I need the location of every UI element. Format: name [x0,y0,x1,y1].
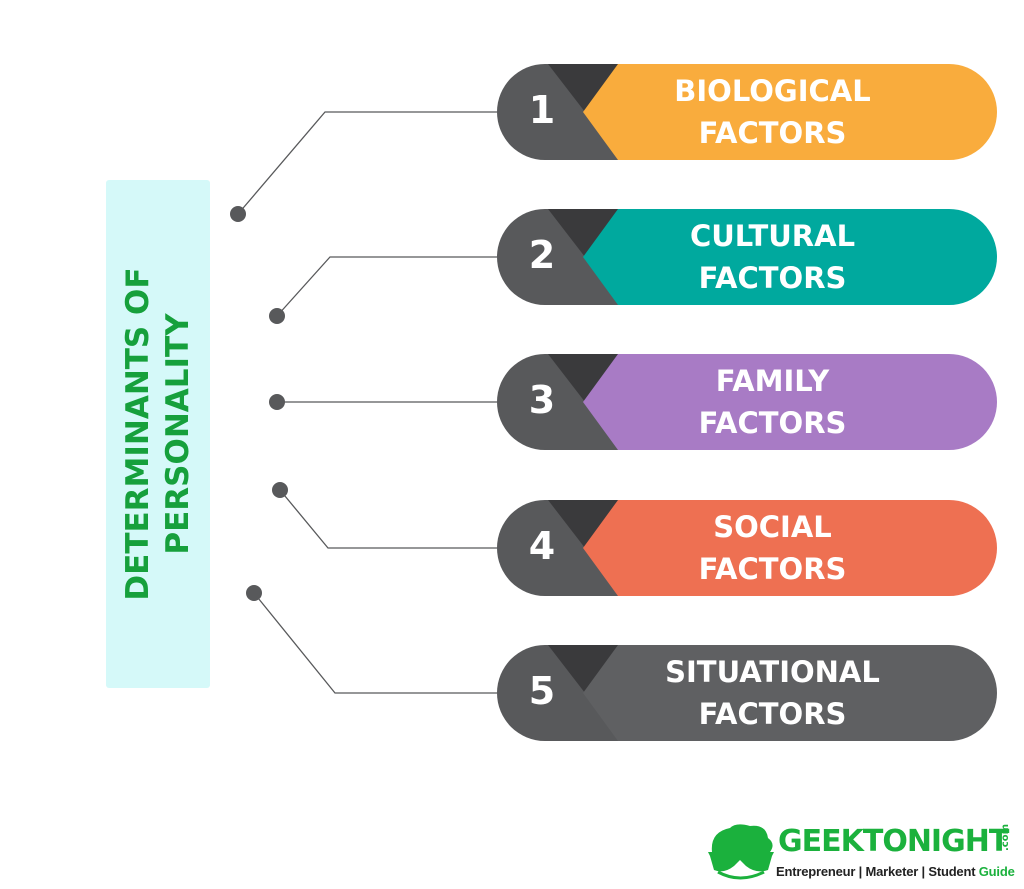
factor-pill-3 [583,354,997,450]
connector-dot-1 [230,206,246,222]
factor-label-line1: CULTURAL [689,219,856,253]
geek-head-icon [708,824,774,880]
factor-label-line2: FACTORS [698,697,847,731]
item-number-5: 5 [528,669,556,713]
logo-tagline: Entrepreneur | Marketer | Student Guide [776,864,1015,879]
factor-label-5: SITUATIONAL FACTORS [600,651,945,735]
title-panel: DETERMINANTS OF PERSONALITY [106,180,210,688]
factor-label-3: FAMILY FACTORS [600,360,945,444]
geektonight-logo: GEEKTONIGHT .com Entrepreneur | Marketer… [706,822,1020,884]
factor-label-line1: SOCIAL [713,510,832,544]
logo-name: GEEKTONIGHT [778,824,1009,859]
factor-label-line1: BIOLOGICAL [674,74,871,108]
connector-line-4 [279,489,497,549]
factor-label-4: SOCIAL FACTORS [600,506,945,590]
factor-label-1: BIOLOGICAL FACTORS [600,70,945,154]
factor-pill-1 [583,64,997,160]
factor-pill-5 [583,645,997,741]
factor-label-line1: FAMILY [715,364,830,398]
connector-line-1 [237,111,497,215]
item-number-1: 1 [528,88,556,132]
item-number-3: 3 [528,378,556,422]
connector-line-2 [276,256,497,317]
connector-dot-4 [272,482,288,498]
number-wedge-3 [548,354,620,402]
number-wedge-4 [548,500,620,548]
number-wedge-2 [548,209,620,257]
item-number-4: 4 [528,524,556,568]
connector-line-5 [253,592,497,694]
factor-label-2: CULTURAL FACTORS [600,215,945,299]
number-wedge-5 [548,645,620,693]
factor-label-line1: SITUATIONAL [665,655,880,689]
tagline-accent: Guide [978,864,1015,879]
logo-suffix: .com [1000,823,1012,852]
factor-pill-2 [583,209,997,305]
factor-label-line2: FACTORS [698,116,847,150]
number-wedge-1 [548,64,620,112]
item-number-2: 2 [528,233,556,277]
connector-dot-5 [246,585,262,601]
connector-dot-2 [269,308,285,324]
connector-dot-3 [269,394,285,410]
factor-pill-4 [583,500,997,596]
tagline-text: Entrepreneur | Marketer | Student [776,864,976,879]
factor-label-line2: FACTORS [698,552,847,586]
factor-label-line2: FACTORS [698,261,847,295]
factor-label-line2: FACTORS [698,406,847,440]
